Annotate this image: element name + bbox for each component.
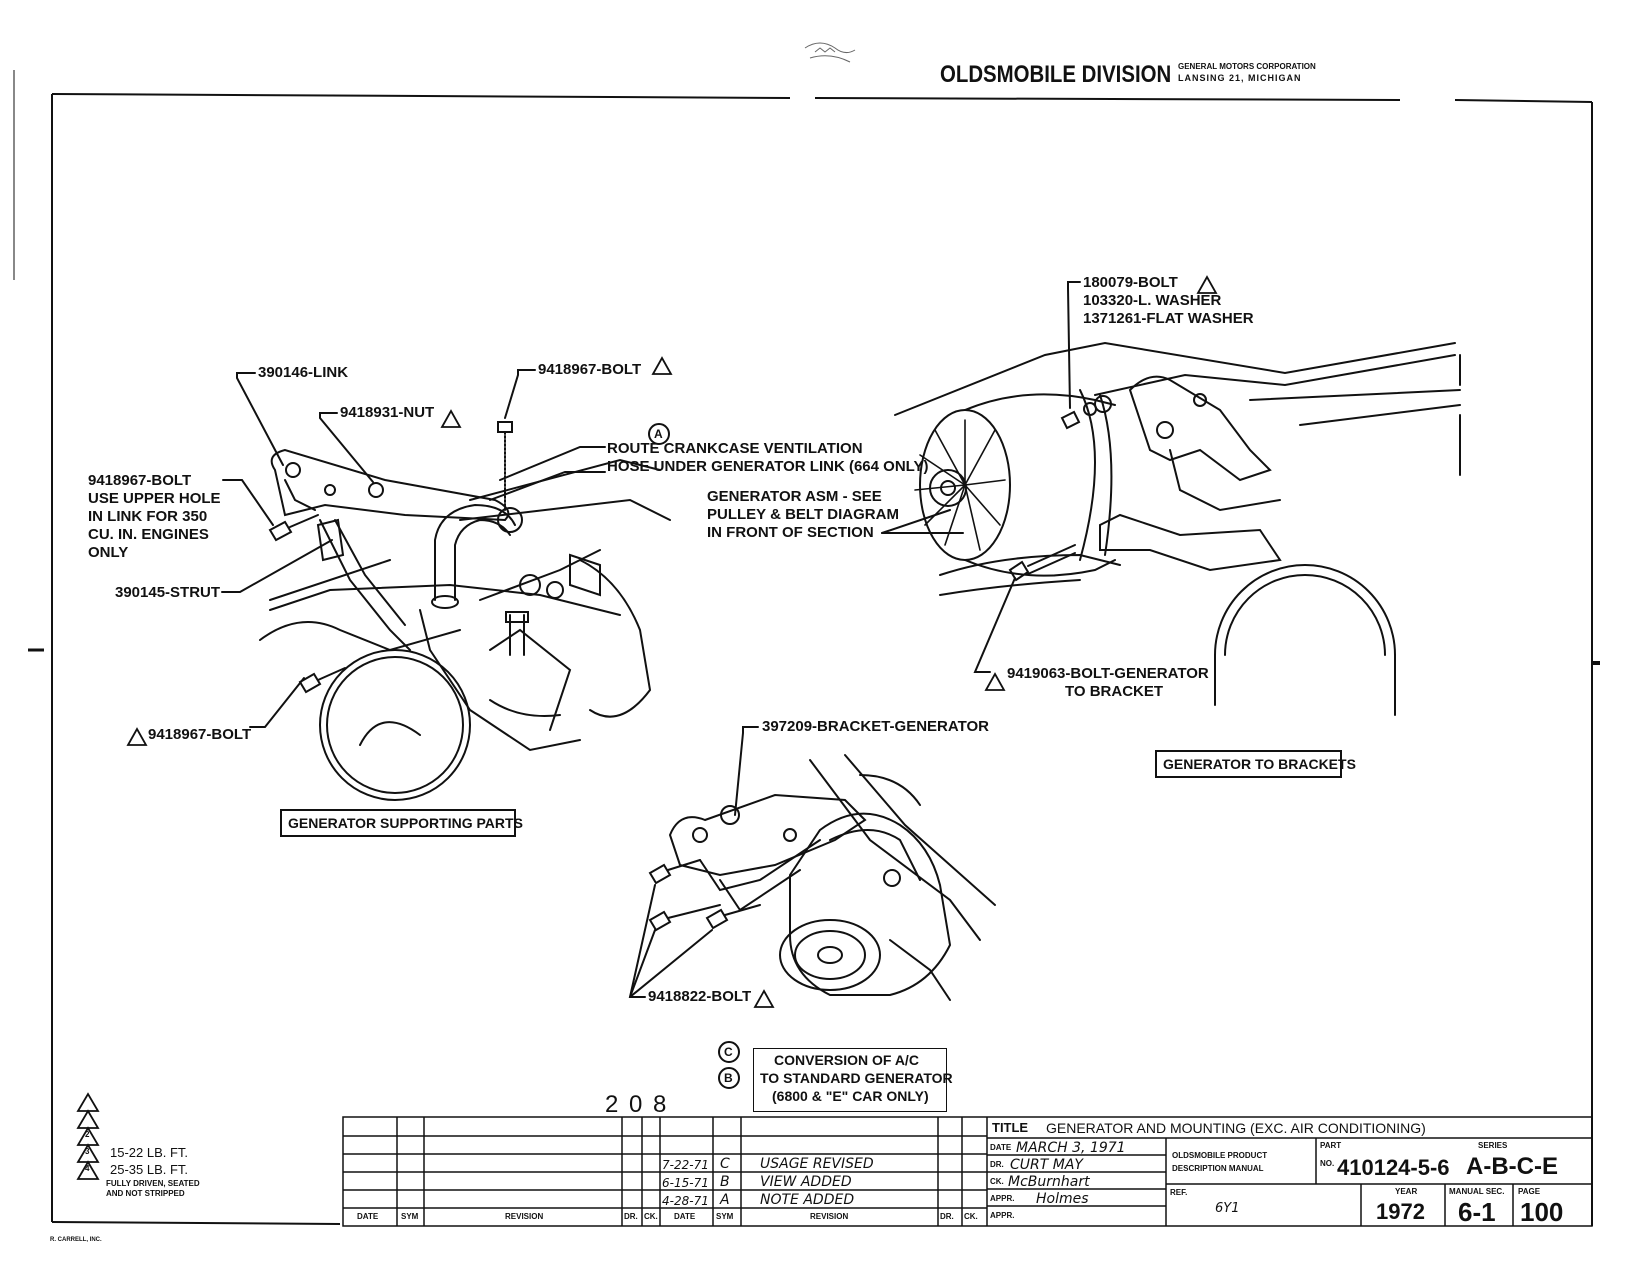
callout-bolt-top: 9418967-BOLT xyxy=(538,361,642,378)
caption-conversion-1: CONVERSION OF A/C xyxy=(774,1052,919,1068)
callout-bolt-left-2: USE UPPER HOLE xyxy=(88,490,221,507)
series-label: SERIES xyxy=(1478,1141,1508,1150)
appr-value: Holmes xyxy=(1036,1191,1089,1207)
caption-supporting-box: GENERATOR SUPPORTING PARTS xyxy=(280,809,523,837)
series-value: A-B-C-E xyxy=(1466,1153,1558,1180)
callout-bolt-left-4: CU. IN. ENGINES xyxy=(88,526,209,543)
caption-brackets-box: GENERATOR TO BRACKETS xyxy=(1155,750,1356,778)
caption-conversion-2: TO STANDARD GENERATOR xyxy=(760,1070,953,1086)
page-value: 100 xyxy=(1520,1197,1564,1227)
legend-item-2: 15-22 LB. FT. xyxy=(110,1145,189,1160)
rev-row-revision: VIEW ADDED xyxy=(760,1174,852,1190)
callout-bolt-9418822: 9418822-BOLT xyxy=(648,988,752,1005)
callout-bolt-180079: 180079-BOLT xyxy=(1083,274,1178,291)
title-label: TITLE xyxy=(992,1120,1029,1135)
handwritten-page-number: 2 0 8 xyxy=(605,1091,669,1118)
callout-gen-asm-3: IN FRONT OF SECTION xyxy=(707,524,874,541)
legend-tri-2: 2 xyxy=(85,1130,90,1139)
callout-bolt-left-1: 9418967-BOLT xyxy=(88,472,192,489)
callout-bolt-left-3: IN LINK FOR 350 xyxy=(88,508,208,525)
marker-c: C xyxy=(724,1045,733,1059)
caption-supporting: GENERATOR SUPPORTING PARTS xyxy=(288,815,523,831)
rev-header-date-2: DATE xyxy=(674,1212,696,1221)
dr-label: DR. xyxy=(990,1160,1004,1169)
date-value: MARCH 3, 1971 xyxy=(1016,1140,1126,1156)
caption-brackets: GENERATOR TO BRACKETS xyxy=(1163,756,1356,772)
view-bracket-generator xyxy=(628,726,996,1001)
legend-item-3: 25-35 LB. FT. xyxy=(110,1162,189,1177)
warning-triangles xyxy=(76,275,1218,1180)
caption-conversion-3: (6800 & "E" CAR ONLY) xyxy=(772,1088,929,1104)
callout-bolt-gen-1: 9419063-BOLT-GENERATOR xyxy=(1007,665,1209,682)
title-block-grid xyxy=(342,1116,1593,1227)
legend-tri-3: 3 xyxy=(85,1147,90,1156)
marker-b: B xyxy=(724,1071,733,1085)
callout-bolt-bottom: 9418967-BOLT xyxy=(148,726,252,743)
dr-value: CURT MAY xyxy=(1010,1157,1083,1173)
date-label: DATE xyxy=(990,1143,1012,1152)
marker-a: A xyxy=(654,427,663,441)
ck-label: CK. xyxy=(990,1177,1004,1186)
legend-item-4-line-2: AND NOT STRIPPED xyxy=(106,1189,185,1198)
callout-link: 390146-LINK xyxy=(258,364,349,381)
caption-conversion-box: CONVERSION OF A/C TO STANDARD GENERATOR … xyxy=(753,1048,953,1112)
rev-row-sym: B xyxy=(720,1174,730,1190)
manual-sec-label: MANUAL SEC. xyxy=(1449,1187,1505,1196)
rev-header-dr-2: DR. xyxy=(940,1212,954,1221)
rev-header-ck-1: CK. xyxy=(644,1212,658,1221)
legend-tri-4: 4 xyxy=(85,1164,90,1173)
corp-line-1: GENERAL MOTORS CORPORATION xyxy=(1178,62,1316,71)
rev-row-date: 7-22-71 xyxy=(662,1158,709,1172)
rev-header-ck-2: CK. xyxy=(964,1212,978,1221)
rev-row-date: 4-28-71 xyxy=(662,1194,709,1208)
callout-nut: 9418931-NUT xyxy=(340,404,435,421)
legend-item-4-line-1: FULLY DRIVEN, SEATED xyxy=(106,1179,200,1188)
view-generator-to-brackets xyxy=(881,281,1461,716)
ref-label: REF. xyxy=(1170,1188,1188,1197)
callout-gen-asm-2: PULLEY & BELT DIAGRAM xyxy=(707,506,899,523)
rev-row-sym: A xyxy=(720,1192,730,1208)
ck-value: McBurnhart xyxy=(1008,1174,1090,1190)
callout-l-washer: 103320-L. WASHER xyxy=(1083,292,1222,309)
callout-bolt-gen-2: TO BRACKET xyxy=(1065,683,1164,700)
part-label: PART xyxy=(1320,1141,1342,1150)
corp-line-2: LANSING 21, MICHIGAN xyxy=(1178,73,1302,83)
rev-row-date: 6-15-71 xyxy=(662,1176,709,1190)
part-number: 410124-5-6 xyxy=(1337,1155,1450,1180)
page-label: PAGE xyxy=(1518,1187,1541,1196)
rev-row-sym: C xyxy=(720,1156,730,1172)
rev-header-sym-1: SYM xyxy=(401,1212,419,1221)
no-label: NO. xyxy=(1320,1159,1335,1168)
manual-line-2: DESCRIPTION MANUAL xyxy=(1172,1164,1264,1173)
rev-row-revision: NOTE ADDED xyxy=(760,1192,855,1208)
callout-strut: 390145-STRUT xyxy=(115,584,221,601)
appr-label: APPR. xyxy=(990,1194,1015,1203)
circled-markers xyxy=(648,423,740,1089)
rev-header-date-1: DATE xyxy=(357,1212,379,1221)
printer-mark: R. CARRELL, INC. xyxy=(50,1237,102,1243)
rev-row-revision: USAGE REVISED xyxy=(760,1156,874,1172)
seal-mark xyxy=(804,42,856,63)
year-value: 1972 xyxy=(1376,1199,1425,1224)
callout-bolt-left-5: ONLY xyxy=(88,544,129,561)
callout-gen-asm-1: GENERATOR ASM - SEE xyxy=(707,488,882,505)
callout-route-2: HOSE UNDER GENERATOR LINK (664 ONLY) xyxy=(607,458,929,475)
division-title: OLDSMOBILE DIVISION xyxy=(940,61,1172,88)
rev-header-sym-2: SYM xyxy=(716,1212,734,1221)
rev-header-revision-1: REVISION xyxy=(505,1212,544,1221)
appr2-label: APPR. xyxy=(990,1211,1015,1220)
ref-value: 6Y1 xyxy=(1215,1201,1240,1216)
manual-line-1: OLDSMOBILE PRODUCT xyxy=(1172,1151,1268,1160)
manual-sec-value: 6-1 xyxy=(1458,1197,1496,1227)
view-supporting-parts xyxy=(221,369,671,801)
year-label: YEAR xyxy=(1395,1187,1418,1196)
callout-route-1: ROUTE CRANKCASE VENTILATION xyxy=(607,440,863,457)
callout-flat-washer: 1371261-FLAT WASHER xyxy=(1083,310,1254,327)
rev-header-dr-1: DR. xyxy=(624,1212,638,1221)
drawing-title: GENERATOR AND MOUNTING (EXC. AIR CONDITI… xyxy=(1046,1120,1426,1136)
rev-header-revision-2: REVISION xyxy=(810,1212,849,1221)
callout-bracket: 397209-BRACKET-GENERATOR xyxy=(762,718,989,735)
